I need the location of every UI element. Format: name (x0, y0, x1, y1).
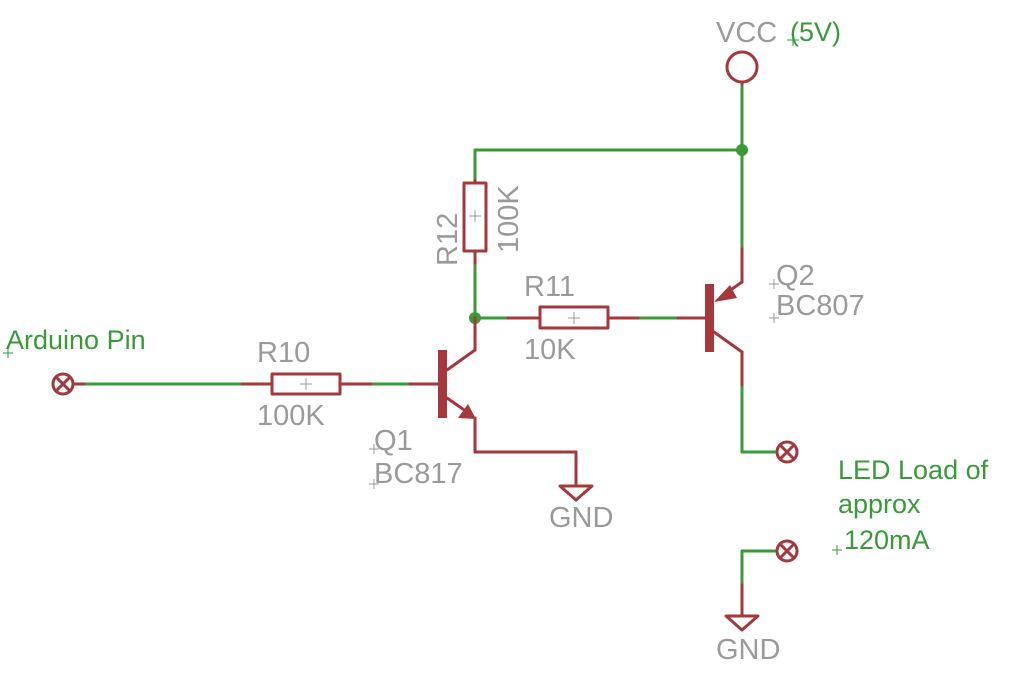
load-label-line3: 120mA (844, 525, 930, 555)
q2-name: Q2 (776, 260, 815, 292)
transistor-q2-pnp (676, 247, 744, 387)
ground-icon (558, 450, 594, 502)
q2-value: BC807 (776, 290, 865, 322)
q2-emitter-arrow-icon (714, 285, 737, 302)
r12-name: R12 (432, 213, 464, 266)
resistor-r11 (506, 305, 640, 330)
r12-value: 100K (493, 185, 525, 253)
ground-icon-2 (724, 583, 760, 632)
r11-value: 10K (524, 334, 576, 366)
load-pad-positive-icon (775, 440, 799, 464)
junction-vcc (736, 144, 748, 156)
q1-emitter-arrow-icon (458, 404, 476, 419)
r10-name: R10 (257, 337, 310, 369)
vcc-value: (5V) (790, 17, 841, 47)
vcc-circle-icon (725, 50, 759, 84)
load-pad-negative-icon (775, 539, 799, 563)
wires (82, 81, 777, 587)
resistor-r10 (240, 372, 373, 396)
resistor-r12 (462, 178, 488, 265)
input-pad-icon (51, 372, 86, 396)
input-label: Arduino Pin (6, 325, 146, 355)
load-label-line2: approx (838, 489, 921, 519)
load-label-line1: LED Load of (838, 455, 989, 485)
q2-base-bar (705, 284, 714, 352)
q1-base-bar (438, 350, 447, 418)
q1-name: Q1 (374, 425, 413, 457)
r10-value: 100K (257, 400, 325, 432)
r11-name: R11 (524, 271, 575, 303)
vcc-supply-symbol (725, 50, 759, 86)
vcc-name: VCC (716, 17, 777, 49)
gnd1-label: GND (549, 502, 613, 534)
q1-value: BC817 (374, 458, 463, 490)
gnd2-label: GND (716, 634, 780, 666)
